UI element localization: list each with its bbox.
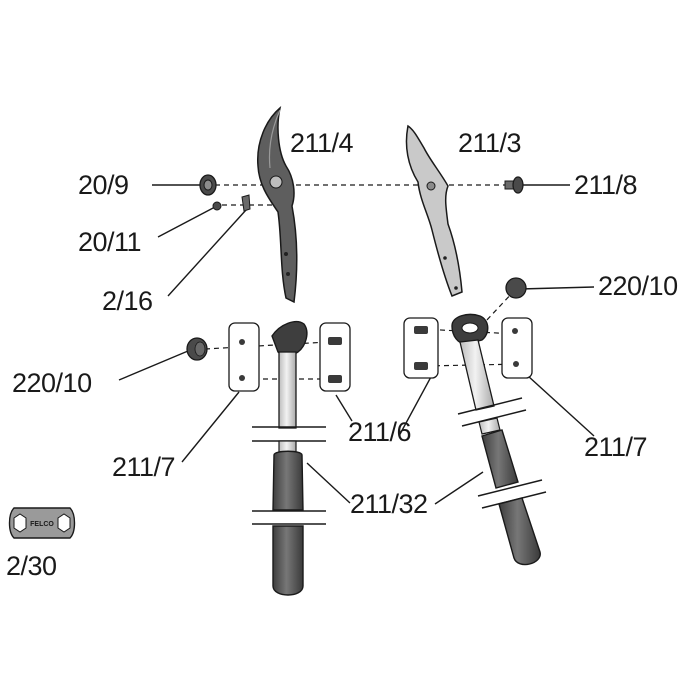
label-211-4: 211/4 <box>290 128 354 158</box>
label-20-11: 20/11 <box>78 227 142 257</box>
handle-left <box>252 320 326 596</box>
spring-2-16 <box>241 194 251 212</box>
blade-211-3 <box>405 124 463 297</box>
label-220-10-left: 220/10 <box>12 368 92 398</box>
label-220-10-right: 220/10 <box>598 271 678 301</box>
wrench-2-30: FELCO <box>8 507 76 539</box>
label-211-7-right: 211/7 <box>584 432 648 462</box>
label-2-16: 2/16 <box>102 286 153 316</box>
handle-right <box>451 313 547 566</box>
bumper-220-10-left <box>186 337 208 361</box>
wrench-logo: FELCO <box>30 521 54 528</box>
label-20-9: 20/9 <box>78 170 129 200</box>
leader-lines <box>118 184 595 505</box>
label-211-6: 211/6 <box>348 417 412 447</box>
screw-box-211-7-left <box>228 322 260 392</box>
label-211-3: 211/3 <box>458 128 522 158</box>
screw-box-211-6 <box>319 322 351 392</box>
label-2-30: 2/30 <box>6 551 57 581</box>
blade-211-4 <box>257 105 298 304</box>
bolt-211-8 <box>504 176 524 194</box>
label-211-7-left: 211/7 <box>112 452 176 482</box>
screw-box-211-6-right <box>403 317 439 379</box>
screw-20-11 <box>212 201 222 211</box>
screw-box-211-7-right <box>501 317 533 379</box>
bumper-220-10-right <box>505 277 527 299</box>
nut-20-9 <box>199 174 217 196</box>
label-211-32: 211/32 <box>350 489 428 519</box>
label-211-8: 211/8 <box>574 170 638 200</box>
